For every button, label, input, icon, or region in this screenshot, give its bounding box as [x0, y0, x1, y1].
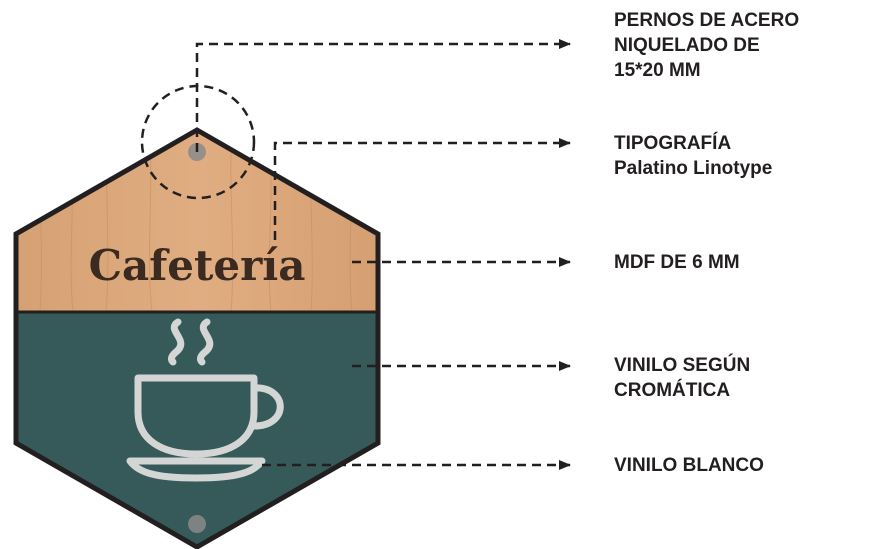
steam-left: [167, 318, 185, 366]
sign-outline: [13, 127, 381, 549]
callout-white-vinyl: VINILO BLANCO: [614, 453, 764, 478]
callout-typography-line-1: TIPOGRAFÍA: [614, 133, 732, 154]
callout-typography: TIPOGRAFÍA Palatino Linotype: [614, 131, 772, 181]
callout-bolts-line-1: PERNOS DE ACERO: [614, 10, 800, 31]
leader-lines: [140, 39, 571, 470]
leader-typography: [273, 138, 571, 240]
saucer: [126, 457, 266, 482]
cup-handle: [250, 384, 284, 430]
callout-white-vinyl-line-1: VINILO BLANCO: [614, 455, 764, 476]
steam-right: [196, 318, 214, 366]
callout-typography-line-2: Palatino Linotype: [614, 158, 773, 179]
callout-bolts: PERNOS DE ACERO NIQUELADO DE 15*20 MM: [614, 8, 799, 83]
callout-mdf: MDF DE 6 MM: [614, 250, 740, 275]
coffee-cup-icon: [126, 318, 284, 482]
callout-bolts-line-3: 15*20 MM: [614, 60, 701, 81]
leader-bolts: [195, 39, 571, 152]
callout-bolts-line-2: NIQUELADO DE: [614, 35, 760, 56]
callout-vinyl-color-line-2: CROMÁTICA: [614, 380, 731, 401]
sign-title: Cafetería: [89, 241, 306, 290]
vinyl-panel: [16, 312, 378, 547]
bolt-bottom: [188, 515, 206, 533]
sign: [16, 130, 378, 547]
callout-vinyl-color-line-1: VINILO SEGÚN: [614, 355, 751, 376]
callout-vinyl-color: VINILO SEGÚN CROMÁTICA: [614, 353, 750, 403]
callout-mdf-line-1: MDF DE 6 MM: [614, 252, 740, 273]
